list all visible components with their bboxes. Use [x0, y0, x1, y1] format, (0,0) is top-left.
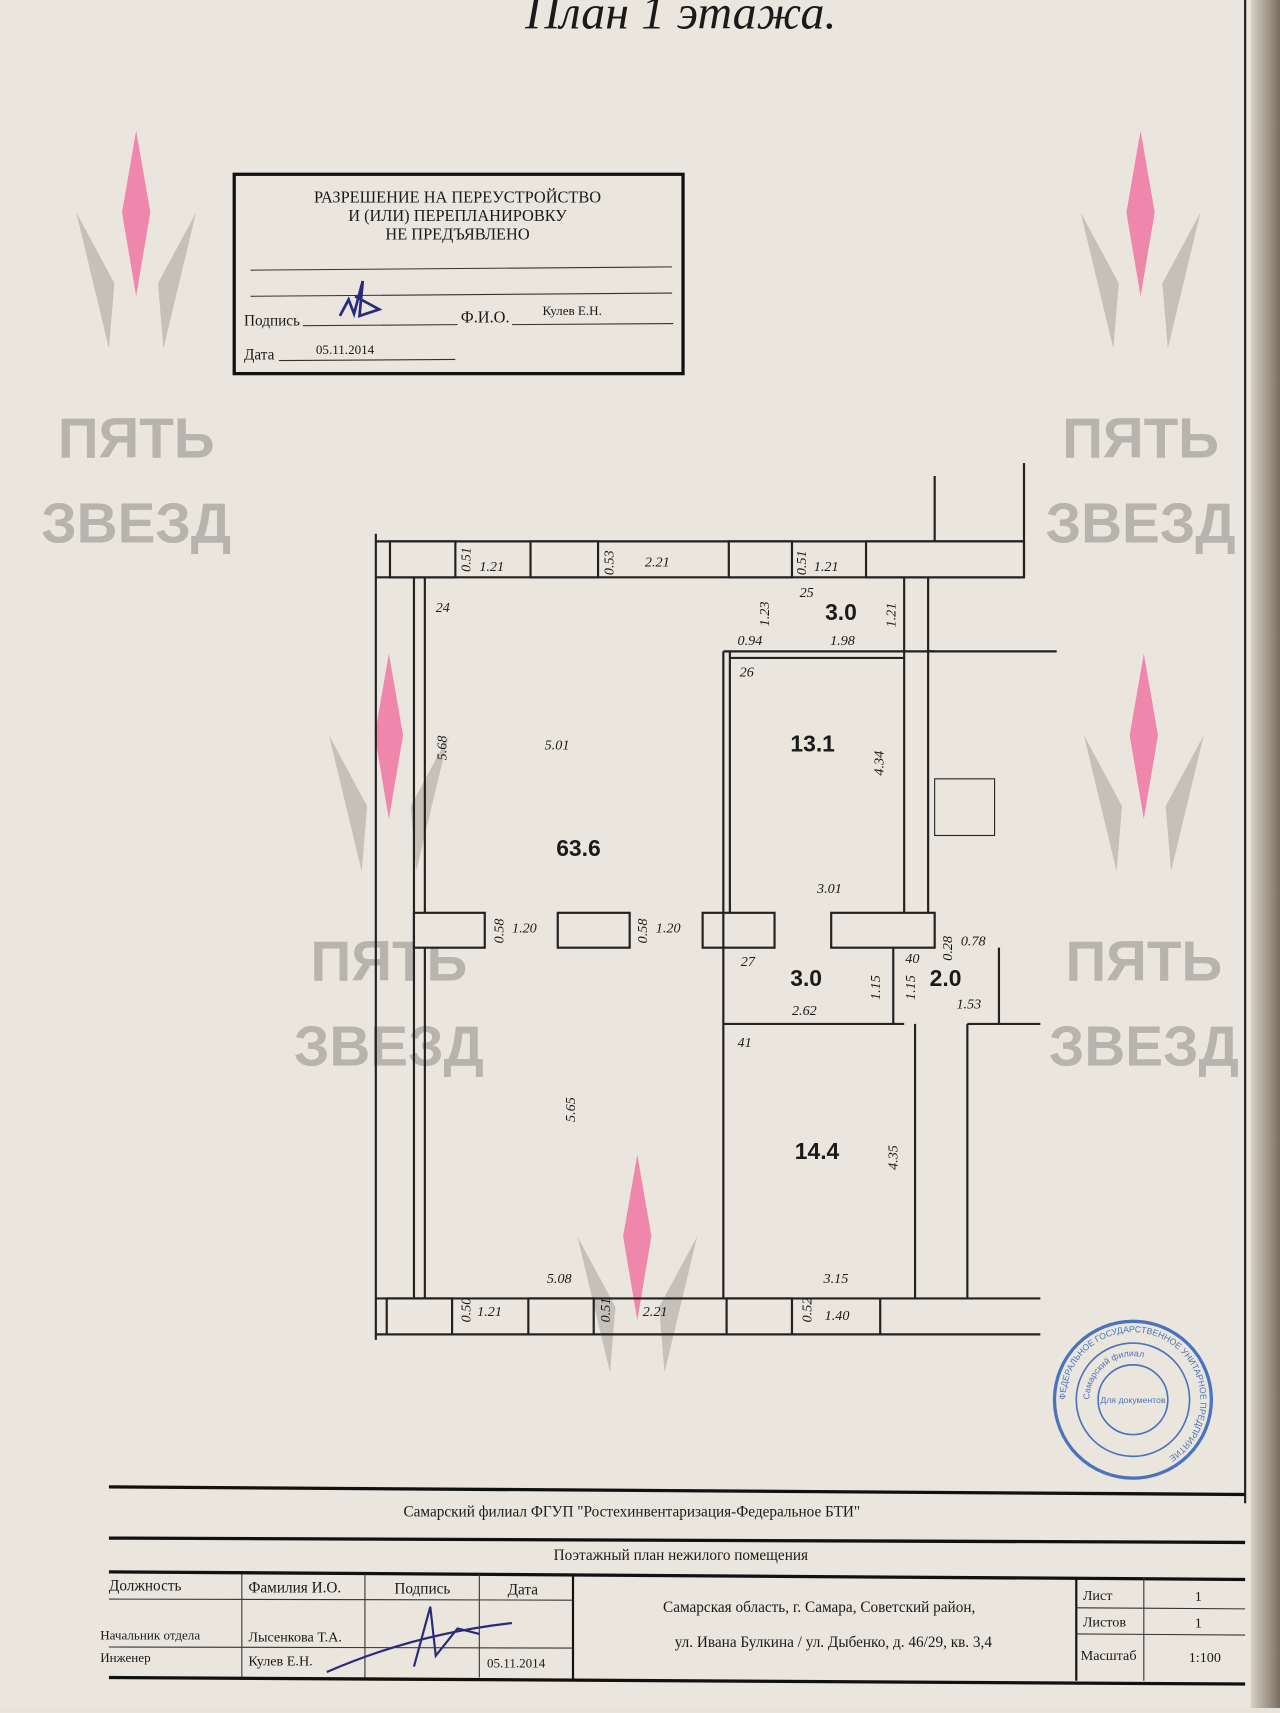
dim: 3.01: [816, 881, 842, 897]
organization-name: Самарский филиал ФГУП "Ростехинвентариза…: [403, 1503, 860, 1520]
area-room-bottom-right: 14.4: [795, 1138, 840, 1164]
dim: 1.40: [825, 1308, 850, 1324]
signature-label: Подпись: [244, 313, 300, 330]
watermark-logo: [577, 1154, 698, 1373]
header-date: Дата: [508, 1582, 539, 1599]
dim: 5.65: [563, 1097, 579, 1122]
dim: 0.52: [800, 1298, 816, 1323]
row-date: 05.11.2014: [487, 1656, 546, 1671]
dim: 4.34: [871, 751, 887, 776]
header-signature: Подпись: [394, 1581, 450, 1598]
dim: 5.68: [435, 736, 451, 761]
fio-value: Кулев Е.Н.: [543, 303, 602, 318]
sheets-label: Листов: [1083, 1614, 1127, 1630]
permit-heading-1: РАЗРЕШЕНИЕ НА ПЕРЕУСТРОЙСТВО: [314, 188, 601, 207]
dim: 1.21: [814, 559, 839, 575]
row-position: Начальник отдела: [100, 1627, 200, 1642]
document-name: Поэтажный план нежилого помещения: [554, 1547, 808, 1564]
dim: 2.62: [792, 1003, 817, 1019]
dim: 0.51: [459, 547, 475, 572]
dim: 1.21: [477, 1304, 502, 1320]
dim: 0.78: [961, 934, 986, 950]
dim: 0.50: [459, 1298, 475, 1323]
area-corridor: 3.0: [790, 965, 822, 991]
watermark-text-2: ЗВЕЗД: [1046, 492, 1236, 555]
watermark-text-2: ЗВЕЗД: [1049, 1015, 1239, 1078]
dim: 1.15: [868, 975, 884, 1000]
dim: 0.58: [491, 919, 507, 944]
stamp-center-text: Для документов: [1100, 1395, 1166, 1405]
area-main-hall: 63.6: [556, 835, 601, 861]
dim: 5.08: [547, 1271, 572, 1287]
permit-box: РАЗРЕШЕНИЕ НА ПЕРЕУСТРОЙСТВО И (ИЛИ) ПЕР…: [232, 172, 685, 376]
watermark-text-1: ПЯТЬ: [1065, 930, 1222, 993]
dim: 5.01: [545, 737, 570, 753]
address-line-2: ул. Ивана Булкина / ул. Дыбенко, д. 46/2…: [675, 1634, 993, 1651]
watermarks: ПЯТЬ ЗВЕЗД ПЯТЬ ЗВЕЗД ПЯТЬ ЗВЕЗД ПЯТЬ ЗВ…: [41, 130, 1239, 1373]
dim: 0.58: [635, 919, 651, 944]
dim: 1.20: [512, 920, 537, 936]
room-number: 25: [800, 585, 814, 601]
address-line-1: Самарская область, г. Самара, Советский …: [663, 1599, 975, 1616]
dimension-labels: 0.51 1.21 0.53 2.21 0.51 1.21 1.23 0.94 …: [435, 547, 986, 1324]
room-number: 27: [741, 954, 756, 970]
dim: 4.35: [886, 1145, 902, 1170]
room-number: 24: [436, 600, 450, 616]
dim: 1.21: [883, 603, 899, 628]
permit-heading-3: НЕ ПРЕДЪЯВЛЕНО: [385, 225, 529, 244]
header-position: Должность: [109, 1577, 182, 1594]
scale-label: Масштаб: [1081, 1648, 1137, 1664]
page-title: План 1 этажа.: [524, 0, 836, 39]
scale-value: 1:100: [1189, 1650, 1221, 1666]
watermark-text-1: ПЯТЬ: [1062, 408, 1219, 471]
area-room-top-right: 13.1: [790, 731, 835, 757]
watermark-text-2: ЗВЕЗД: [294, 1015, 484, 1078]
dim: 0.53: [601, 550, 617, 575]
header-name: Фамилия И.О.: [248, 1580, 341, 1597]
watermark-logo: ПЯТЬ ЗВЕЗД: [41, 130, 231, 555]
page-edge-shadow: [1250, 0, 1280, 1708]
dim: 0.94: [737, 633, 762, 649]
dim: 2.21: [645, 554, 670, 570]
date-label: Дата: [244, 346, 275, 363]
watermark-logo: ПЯТЬ ЗВЕЗД: [1046, 130, 1236, 555]
floor-plan: 63.6 13.1 3.0 3.0 2.0 14.4 24 25 26 27 4…: [374, 462, 1057, 1340]
signature: [338, 280, 383, 319]
dim: 0.28: [940, 936, 956, 961]
dim: 1.21: [479, 559, 504, 575]
permit-heading-2: И (ИЛИ) ПЕРЕПЛАНИРОВКУ: [348, 206, 567, 225]
dim: 1.98: [830, 633, 855, 649]
dim: 1.20: [656, 920, 681, 936]
dim: 0.51: [794, 550, 810, 575]
room-number: 26: [740, 664, 755, 680]
dim: 1.53: [956, 997, 981, 1013]
dim: 1.15: [903, 975, 919, 1000]
watermark-text-1: ПЯТЬ: [58, 408, 215, 471]
signature: [326, 1606, 513, 1674]
row-name: Лысенкова Т.А.: [248, 1630, 342, 1646]
title-block: Самарский филиал ФГУП "Ростехинвентариза…: [100, 1485, 1246, 1686]
room-number: 40: [905, 951, 919, 967]
sheets-value: 1: [1195, 1615, 1202, 1631]
date-value: 05.11.2014: [316, 342, 375, 357]
area-wc: 2.0: [930, 965, 962, 991]
room-number: 41: [737, 1035, 751, 1051]
dim: 2.21: [643, 1304, 668, 1320]
area-vestibule: 3.0: [825, 599, 857, 625]
row-name: Кулев Е.Н.: [248, 1654, 312, 1670]
watermark-logo: ПЯТЬ ЗВЕЗД: [1049, 653, 1239, 1078]
row-position: Инженер: [100, 1650, 151, 1665]
watermark-text-2: ЗВЕЗД: [41, 492, 231, 555]
sheet-value: 1: [1195, 1589, 1202, 1605]
dim: 0.51: [598, 1298, 614, 1323]
sheet-label: Лист: [1083, 1588, 1113, 1604]
fio-label: Ф.И.О.: [461, 307, 510, 326]
dim: 1.23: [757, 602, 773, 627]
dim: 3.15: [823, 1271, 849, 1287]
